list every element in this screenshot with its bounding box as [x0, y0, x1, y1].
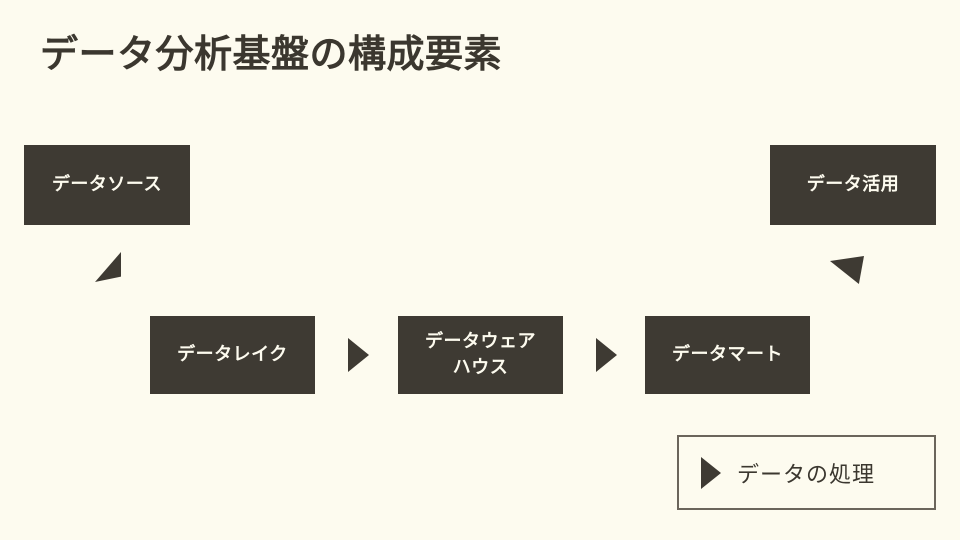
node-data-mart-label: データマート	[672, 343, 783, 365]
node-data-lake-label: データレイク	[177, 343, 288, 365]
node-data-lake[interactable]: データレイク	[150, 316, 315, 394]
triangle-diagonal-down-left-icon	[95, 252, 121, 282]
legend-label: データの処理	[737, 462, 876, 488]
triangle-right-icon-legend	[701, 456, 721, 489]
node-data-warehouse[interactable]: データウェア ハウス	[398, 316, 563, 394]
node-data-mart[interactable]: データマート	[645, 316, 810, 394]
triangle-diagonal-down-right-icon	[830, 256, 864, 284]
triangle-right-icon-warehouse-to-mart	[596, 338, 617, 372]
page-title: データ分析基盤の構成要素	[40, 32, 503, 76]
node-data-source-label: データソース	[51, 173, 163, 195]
node-data-warehouse-label-line2: ハウス	[452, 357, 509, 378]
node-data-warehouse-label-line1: データウェア	[425, 330, 536, 352]
legend-box: データの処理	[677, 435, 936, 510]
triangle-right-icon-lake-to-warehouse	[348, 338, 369, 372]
node-data-usage[interactable]: データ活用	[770, 145, 936, 225]
node-data-source[interactable]: データソース	[24, 145, 190, 225]
node-data-usage-label: データ活用	[806, 173, 900, 195]
